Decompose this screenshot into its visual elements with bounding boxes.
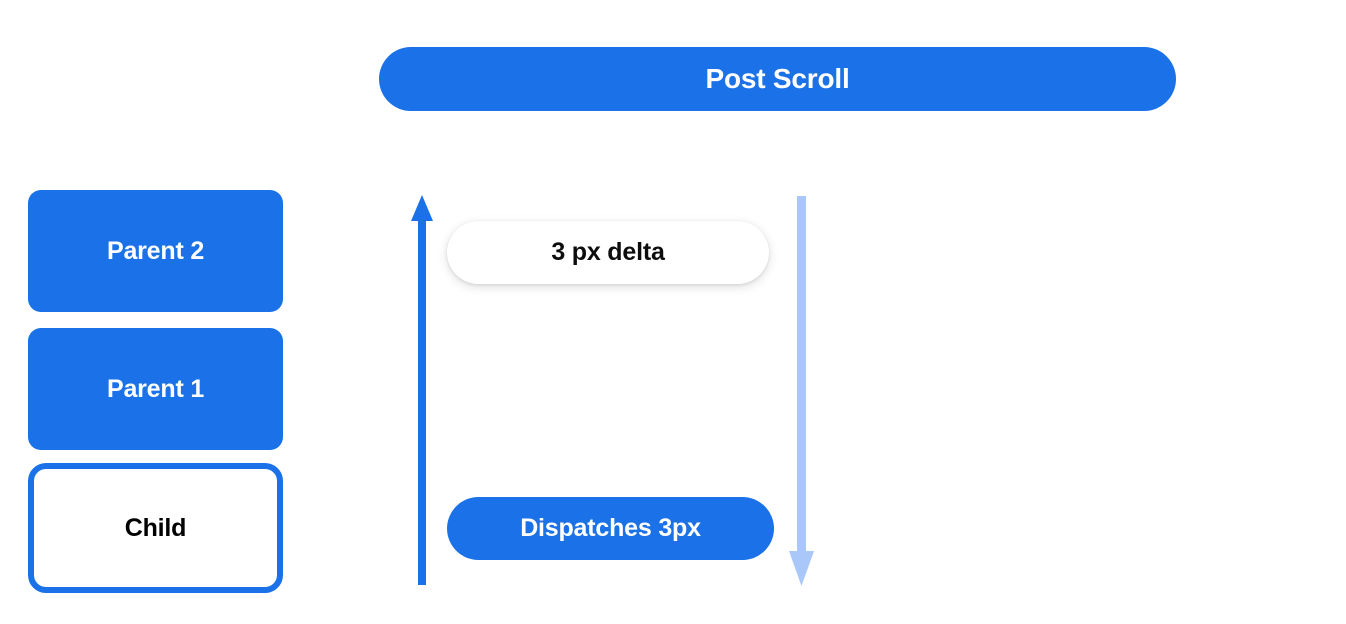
dispatch-annotation-pill: Dispatches 3px — [447, 497, 774, 560]
delta-annotation-label: 3 px delta — [551, 238, 665, 266]
node-parent-2-label: Parent 2 — [106, 236, 205, 265]
dispatch-annotation-label: Dispatches 3px — [520, 514, 701, 542]
node-parent-2: Parent 2 — [28, 190, 283, 312]
node-parent-1-label: Parent 1 — [106, 374, 205, 403]
arrow-up-icon — [411, 195, 433, 585]
arrow-down-icon — [789, 196, 814, 586]
node-child-label: Child — [124, 513, 187, 542]
post-scroll-header: Post Scroll — [379, 47, 1176, 111]
node-child: Child — [28, 463, 283, 593]
post-scroll-header-label: Post Scroll — [705, 63, 850, 94]
node-parent-1: Parent 1 — [28, 328, 283, 450]
delta-annotation-pill: 3 px delta — [447, 221, 769, 284]
